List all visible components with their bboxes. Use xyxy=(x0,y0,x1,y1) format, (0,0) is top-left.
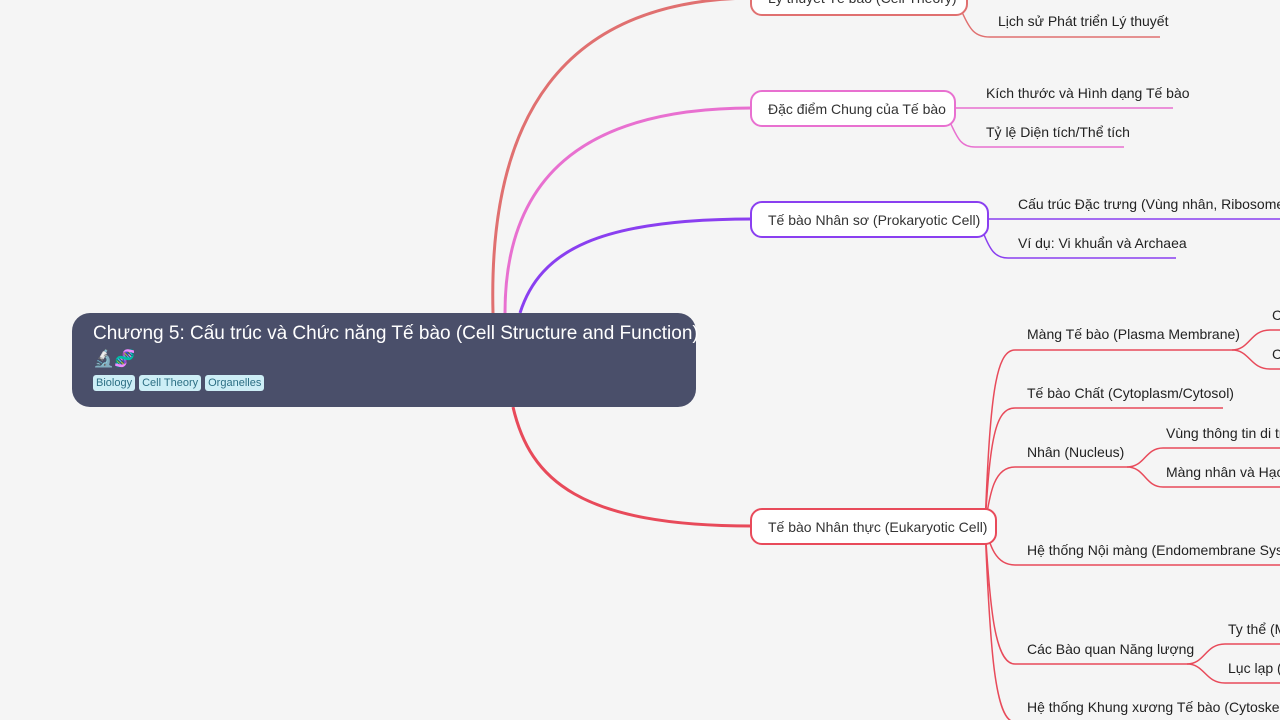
leaf-cytoplasm[interactable]: Tế bào Chất (Cytoplasm/Cytosol) xyxy=(1027,385,1234,401)
link-eukaryotic xyxy=(511,406,753,528)
link-energy-c2 xyxy=(1186,663,1280,684)
link-general xyxy=(503,106,753,314)
leaf-energy-child[interactable]: Ty thể (M xyxy=(1228,621,1280,637)
link-euk-cytoplasm xyxy=(984,407,1223,527)
leaf-theory-history[interactable]: Lịch sử Phát triển Lý thuyết xyxy=(998,13,1169,29)
node-prokaryotic[interactable]: Tế bào Nhân sơ (Prokaryotic Cell) xyxy=(750,201,989,238)
leaf-endomembrane[interactable]: Hệ thống Nội màng (Endomembrane Syste xyxy=(1027,542,1280,558)
link-nucleus-c1 xyxy=(1126,447,1280,468)
link-theory xyxy=(491,0,739,314)
node-cell-theory[interactable]: Lý thuyết Tế bào (Cell Theory) xyxy=(750,0,968,16)
link-prok-child-2 xyxy=(982,231,1176,259)
leaf-membrane-child[interactable]: C xyxy=(1272,307,1280,323)
leaf-membrane-child[interactable]: C xyxy=(1272,346,1280,362)
leaf-nucleus-child[interactable]: Vùng thông tin di tr xyxy=(1166,425,1280,441)
leaf-plasma-membrane[interactable]: Màng Tế bào (Plasma Membrane) xyxy=(1027,326,1240,342)
link-membrane-c2 xyxy=(1231,349,1280,370)
root-title: Chương 5: Cấu trúc và Chức năng Tế bào (… xyxy=(93,323,699,344)
node-general-features[interactable]: Đặc điểm Chung của Tế bào xyxy=(750,90,956,127)
link-theory-child xyxy=(961,11,1160,38)
leaf-size-shape[interactable]: Kích thước và Hình dạng Tế bào xyxy=(986,85,1190,101)
link-euk-cytoskeleton xyxy=(984,525,1012,720)
link-euk-membrane xyxy=(984,349,1232,527)
leaf-energy-child[interactable]: Lục lạp (( xyxy=(1228,660,1280,676)
leaf-prok-structure[interactable]: Cấu trúc Đặc trưng (Vùng nhân, Ribosome,… xyxy=(1018,196,1280,212)
link-general-child-2 xyxy=(949,121,1124,148)
node-eukaryotic[interactable]: Tế bào Nhân thực (Eukaryotic Cell) xyxy=(750,508,997,545)
tag[interactable]: Biology xyxy=(93,375,136,391)
leaf-cytoskeleton[interactable]: Hệ thống Khung xương Tế bào (Cytoskeleto xyxy=(1027,699,1280,715)
root-node[interactable]: Chương 5: Cấu trúc và Chức năng Tế bào (… xyxy=(72,313,699,407)
leaf-surface-volume[interactable]: Tỷ lệ Diện tích/Thể tích xyxy=(986,124,1130,140)
tag[interactable]: Organelles xyxy=(205,375,265,391)
microscope-dna-emoji-icon: 🔬🧬 xyxy=(93,349,136,368)
link-energy-c1 xyxy=(1186,643,1280,665)
leaf-nucleus[interactable]: Nhân (Nucleus) xyxy=(1027,444,1125,460)
tag-list: Biology Cell Theory Organelles xyxy=(93,375,675,391)
link-nucleus-c2 xyxy=(1126,466,1280,488)
leaf-nucleus-child[interactable]: Màng nhân và Hạch xyxy=(1166,464,1280,480)
link-membrane-c1 xyxy=(1231,329,1280,351)
link-euk-nucleus xyxy=(984,466,1127,527)
leaf-energy-organelles[interactable]: Các Bào quan Năng lượng xyxy=(1027,641,1195,657)
leaf-prok-examples[interactable]: Ví dụ: Vi khuẩn và Archaea xyxy=(1018,235,1187,251)
tag[interactable]: Cell Theory xyxy=(139,375,202,391)
link-prokaryotic xyxy=(518,217,753,314)
